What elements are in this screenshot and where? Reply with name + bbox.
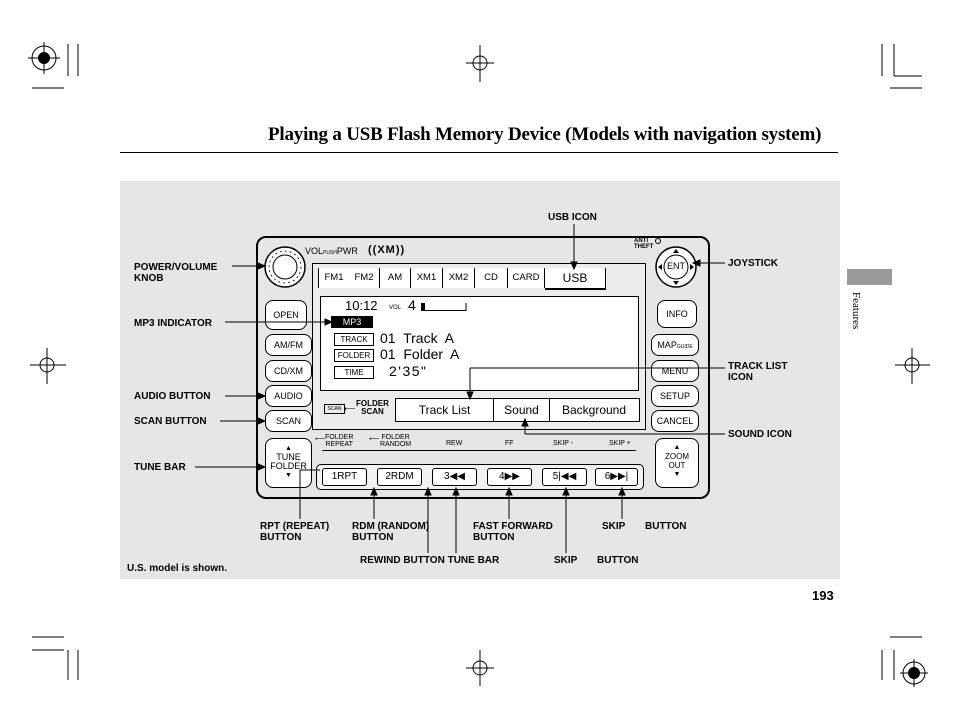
elapsed-time: 2'35"	[389, 363, 428, 379]
vol-pwr-label: VOLPUSHPWR	[305, 246, 358, 256]
tune-up-icon: ▲	[285, 445, 292, 452]
rew-caption: REW	[446, 440, 463, 447]
volume-value: 4	[408, 297, 416, 313]
map-guide-button[interactable]: MAPGUIDE	[651, 334, 699, 356]
tab-card[interactable]: CARD	[508, 268, 545, 288]
sound-icon[interactable]: Sound	[494, 399, 550, 421]
title-rule	[120, 152, 838, 153]
skip-forward-callout: SKIP	[602, 521, 626, 532]
section-tab-label: Features	[850, 292, 862, 330]
skip-back-callout: SKIP	[554, 555, 578, 566]
joystick-callout: JOYSTICK	[728, 258, 779, 269]
tab-fm2[interactable]: FM2	[349, 268, 380, 288]
ff-caption: FF	[505, 440, 514, 447]
tab-xm1[interactable]: XM1	[411, 268, 443, 288]
tune-label: TUNE	[276, 452, 301, 462]
xm-logo: ((XM))	[368, 244, 406, 256]
menu-button[interactable]: MENU	[651, 360, 699, 382]
rdm-button[interactable]: 2RDM	[377, 468, 422, 486]
scan-arrow-icon: ⟵	[344, 404, 356, 413]
section-tab	[847, 269, 892, 285]
open-button[interactable]: OPEN	[265, 300, 307, 330]
zoom-in-icon: ▲	[673, 444, 681, 451]
zoom-label: ZOOM	[665, 452, 689, 461]
track-list-icon[interactable]: Track List	[396, 399, 494, 421]
mp3-indicator-callout: MP3 INDICATOR	[134, 318, 212, 329]
fast-forward-button[interactable]: 4▶▶	[487, 468, 532, 486]
mode-tab-bar: FM1 FM2 AM XM1 XM2 CD CARD USB	[318, 268, 634, 290]
page-number: 193	[812, 588, 834, 603]
audio-button-callout: AUDIO BUTTON	[134, 391, 211, 402]
info-button[interactable]: INFO	[657, 300, 697, 328]
caption-arrow-icon: ⟵	[369, 436, 380, 443]
mp3-indicator: MP3	[331, 316, 373, 328]
rpt-button-callout: RPT (REPEAT)BUTTON	[260, 521, 330, 543]
folder-label: FOLDER	[270, 461, 307, 471]
tab-xm2[interactable]: XM2	[443, 268, 475, 288]
background-icon[interactable]: Background	[561, 403, 627, 417]
cancel-button[interactable]: CANCEL	[651, 410, 699, 432]
skip-plus-caption: SKIP +	[609, 440, 631, 447]
sound-icon-callout: SOUND ICON	[728, 429, 792, 440]
usb-icon-callout: USB ICON	[548, 212, 597, 223]
joystick-icon[interactable]	[653, 244, 699, 290]
caption-arrow-icon: ⟵	[315, 436, 326, 443]
scan-small-tag: SCAN	[324, 404, 345, 414]
power-volume-knob-icon[interactable]	[262, 244, 308, 290]
zoom-out-icon: ▼	[673, 471, 681, 478]
map-label: MAP	[657, 340, 677, 350]
page-title: Playing a USB Flash Memory Device (Model…	[268, 124, 822, 145]
volume-level-bar	[421, 303, 467, 311]
skip-forward-button-callout: BUTTON	[645, 521, 687, 532]
skip-back-button[interactable]: 5|◀◀	[542, 468, 587, 486]
ent-label: ENT	[667, 261, 685, 271]
scan-button-callout: SCAN BUTTON	[134, 416, 207, 427]
tab-cd[interactable]: CD	[475, 268, 508, 288]
folder-tag: FOLDER	[334, 349, 374, 362]
clock: 10:12	[345, 298, 378, 313]
audio-button[interactable]: AUDIO	[265, 385, 312, 407]
track-name: 01 Track A	[380, 330, 454, 346]
tune-down-icon: ▼	[285, 472, 292, 479]
volume-small-label: VOL	[389, 305, 402, 311]
rewind-button[interactable]: 3◀◀	[432, 468, 477, 486]
tab-usb[interactable]: USB	[545, 268, 606, 290]
anti-theft-led-icon	[655, 238, 661, 244]
rdm-button-callout: RDM (RANDOM)BUTTON	[352, 521, 430, 543]
preset-bar: 1RPT 2RDM 3◀◀ 4▶▶ 5|◀◀ 6▶▶|	[316, 464, 644, 490]
tune-bar-callout: TUNE BAR	[134, 462, 186, 473]
zoom-out-label: OUT	[668, 461, 686, 470]
guide-label: GUIDE	[676, 344, 693, 350]
rpt-button[interactable]: 1RPT	[322, 468, 367, 486]
skip-forward-button[interactable]: 6▶▶|	[595, 468, 638, 486]
rewind-tune-callout: REWIND BUTTON TUNE BAR	[360, 555, 500, 566]
scan-button[interactable]: SCAN	[265, 410, 312, 432]
time-tag: TIME	[334, 366, 374, 379]
tab-am[interactable]: AM	[380, 268, 411, 288]
model-note: U.S. model is shown.	[127, 563, 228, 574]
am-fm-button[interactable]: AM/FM	[265, 334, 312, 356]
cd-xm-button[interactable]: CD/XM	[265, 360, 312, 382]
zoom-button[interactable]: ▲ ZOOM OUT ▼	[655, 438, 699, 488]
skip-minus-caption: SKIP -	[553, 440, 574, 447]
skip-back-button-callout: BUTTON	[597, 555, 639, 566]
soft-key-bar: Track List Sound Background	[395, 398, 640, 422]
track-tag: TRACK	[334, 333, 374, 346]
tune-folder-bar[interactable]: ▲ TUNE FOLDER ▼	[265, 438, 312, 488]
setup-button[interactable]: SETUP	[651, 385, 699, 407]
folder-name: 01 Folder A	[380, 346, 460, 362]
caption-rule	[322, 450, 636, 451]
